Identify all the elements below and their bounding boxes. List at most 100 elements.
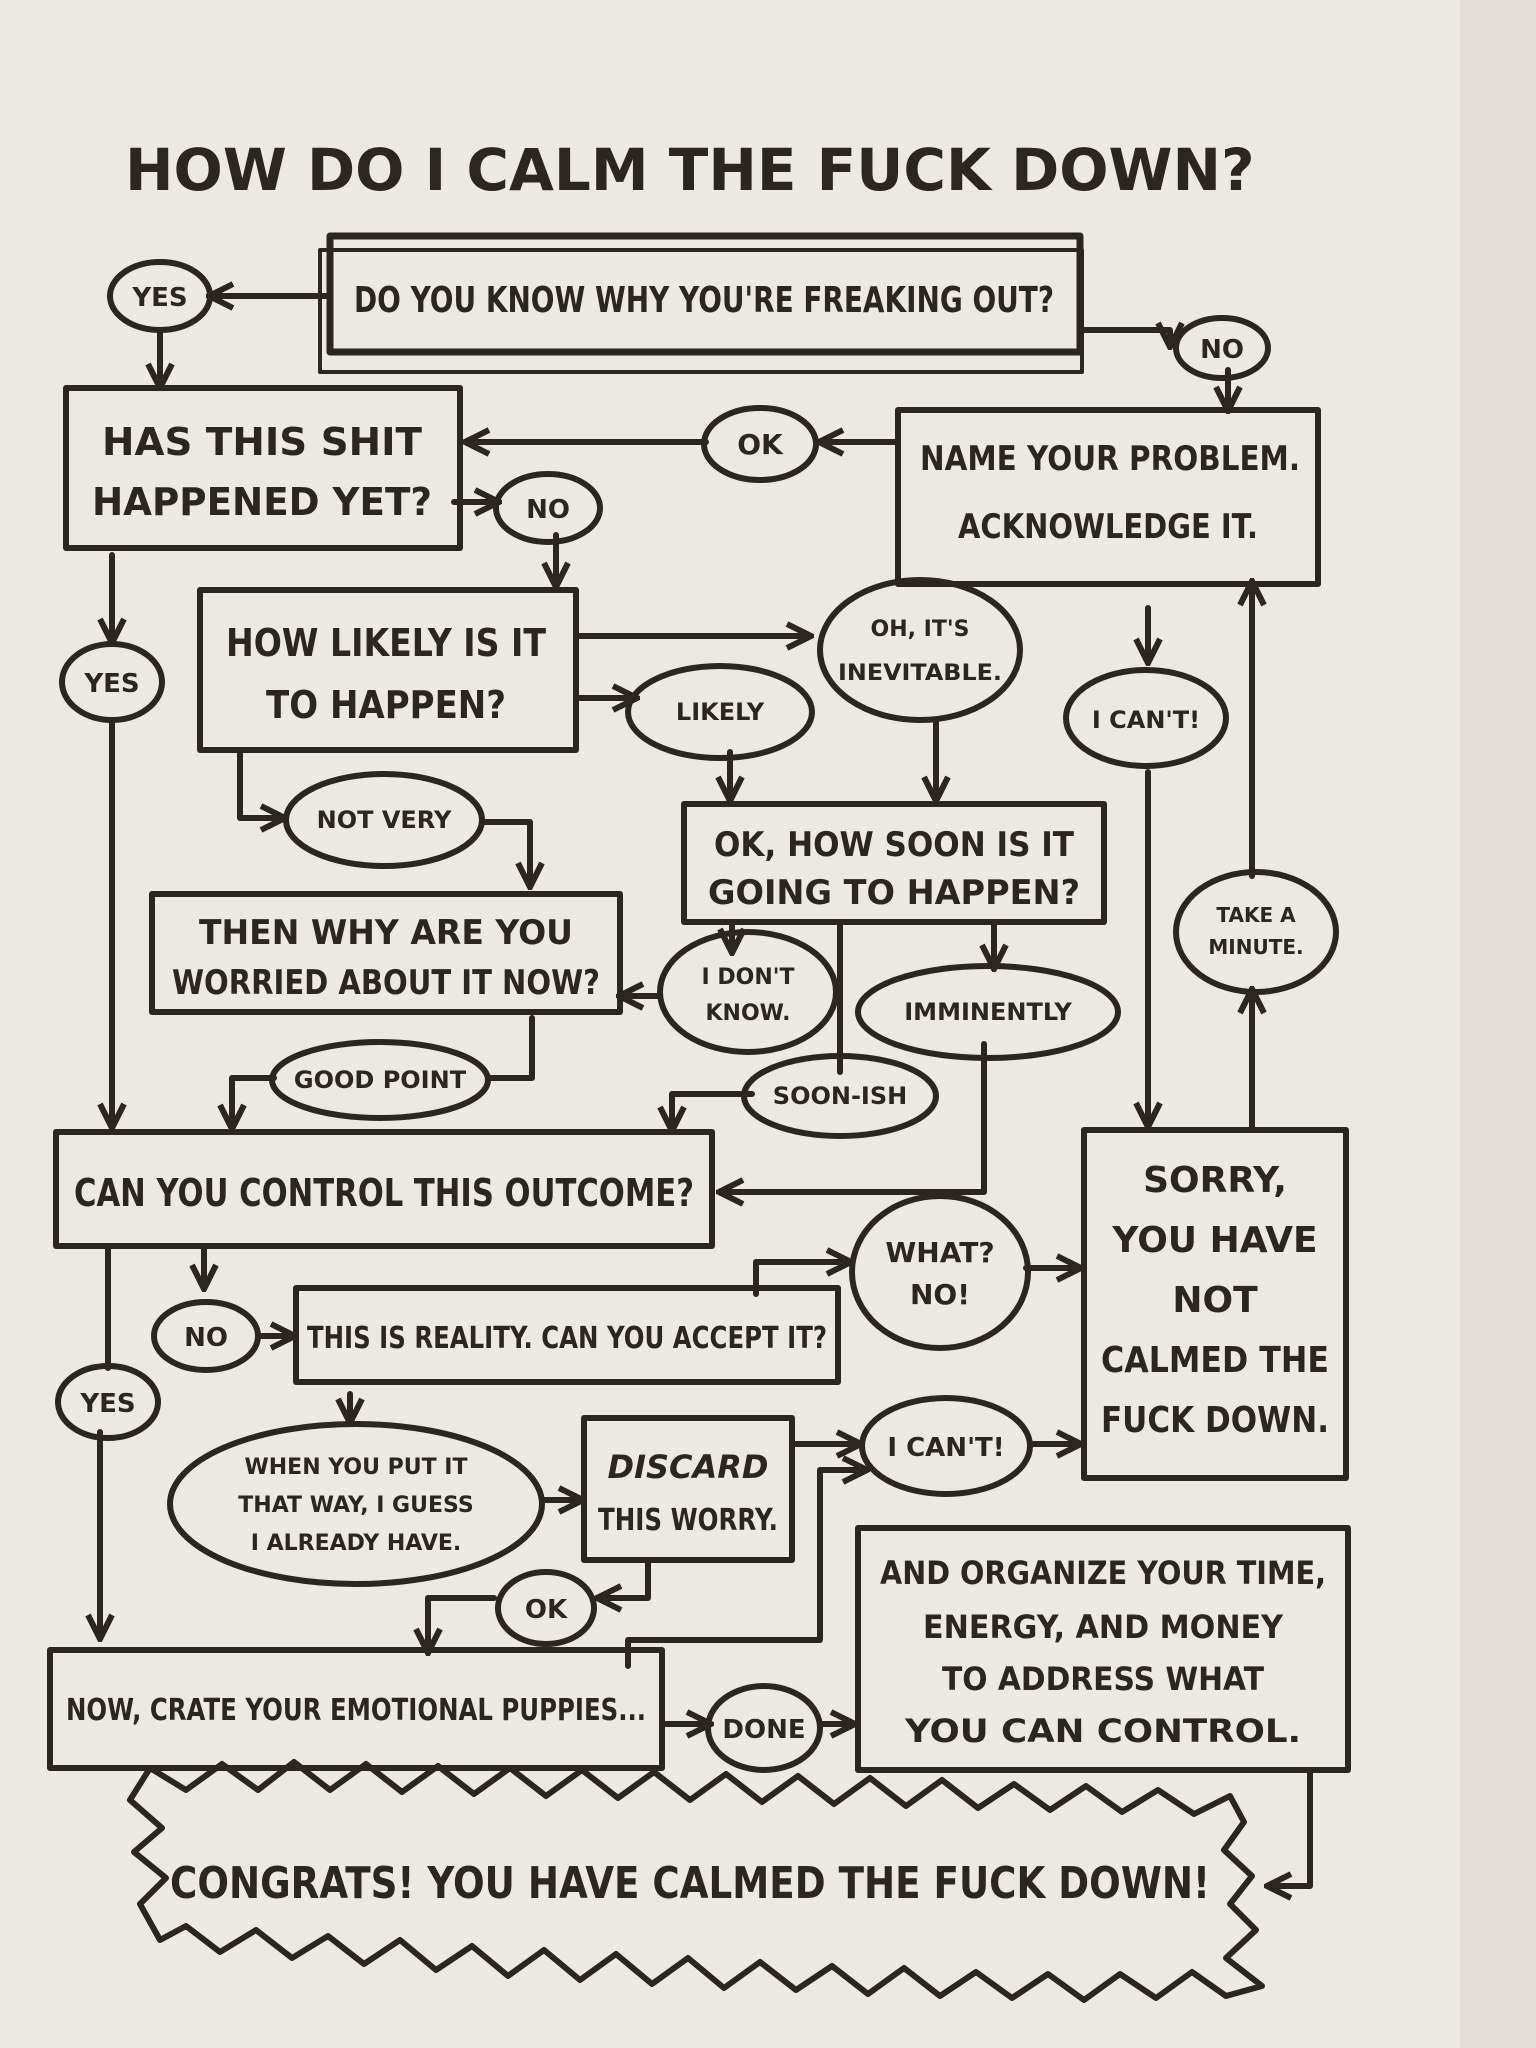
node-how-soon-1: OK, HOW SOON IS IT	[714, 825, 1075, 865]
node-soon-ish: SOON-ISH	[773, 1082, 907, 1110]
node-done: DONE	[722, 1715, 805, 1745]
node-puppies: NOW, CRATE YOUR EMOTIONAL PUPPIES...	[66, 1693, 646, 1728]
node-take-minute-1: TAKE A	[1216, 903, 1296, 927]
node-good-point: GOOD POINT	[294, 1066, 467, 1094]
node-know-why: DO YOU KNOW WHY YOU'RE FREAKING OUT?	[354, 280, 1054, 321]
bubble-good-point	[269, 1039, 491, 1121]
node-ok-discard: OK	[525, 1595, 568, 1625]
node-why-worried-1: THEN WHY ARE YOU	[199, 913, 573, 953]
bubble-not-very	[283, 771, 485, 869]
box-control	[53, 1129, 715, 1249]
labels: DO YOU KNOW WHY YOU'RE FREAKING OUT? YES…	[66, 280, 1329, 1909]
node-already-2: THAT WAY, I GUESS	[238, 1493, 473, 1518]
node-how-likely-2: TO HAPPEN?	[266, 683, 506, 727]
arrow-know-to-no	[1077, 330, 1170, 344]
node-sorry-5: FUCK DOWN.	[1101, 1400, 1329, 1441]
arrow-whyworried-to-goodpoint	[485, 1015, 535, 1081]
node-yes-control: YES	[79, 1389, 135, 1419]
node-inevitable-1: OH, IT'S	[871, 617, 970, 642]
node-yes-happened: YES	[83, 669, 139, 699]
box-know-why-double	[318, 248, 1084, 374]
node-inevitable-2: INEVITABLE.	[838, 661, 1002, 686]
arrow-puppies-to-icant	[625, 1470, 864, 1669]
bubble-icant-1	[1063, 667, 1229, 769]
bubble-likely	[625, 663, 815, 761]
node-sorry-3: NOT	[1172, 1280, 1258, 1321]
node-name-problem-1: NAME YOUR PROBLEM.	[920, 439, 1300, 479]
node-no-happened: NO	[526, 495, 570, 525]
node-likely: LIKELY	[676, 698, 765, 726]
node-organize-3: TO ADDRESS WHAT	[942, 1660, 1264, 1698]
node-control: CAN YOU CONTROL THIS OUTCOME?	[74, 1171, 694, 1215]
box-name-problem	[895, 407, 1321, 587]
node-accept: THIS IS REALITY. CAN YOU ACCEPT IT?	[307, 1321, 827, 1356]
node-what-no-2: NO!	[910, 1278, 970, 1311]
arrow-ok-to-puppies	[428, 1595, 497, 1650]
node-icant-1: I CAN'T!	[1092, 706, 1200, 734]
bubble-inevitable	[817, 577, 1023, 723]
bubble-dont-know	[657, 929, 839, 1055]
burst-congrats	[127, 1759, 1265, 2003]
page-edge	[1460, 0, 1536, 2048]
bubble-yes-control	[55, 1363, 161, 1441]
node-organize-1: AND ORGANIZE YOUR TIME,	[880, 1554, 1326, 1592]
node-dont-know-2: KNOW.	[706, 1001, 791, 1026]
node-yes-top: YES	[131, 283, 187, 313]
arrow-organize-to-congrats	[1270, 1767, 1313, 1886]
node-sorry-2: YOU HAVE	[1111, 1220, 1317, 1261]
bubble-already	[167, 1421, 545, 1587]
box-how-soon	[681, 801, 1107, 925]
bubble-soon-ish	[741, 1053, 939, 1139]
node-organize-2: ENERGY, AND MONEY	[923, 1608, 1284, 1646]
node-no-top: NO	[1200, 335, 1244, 365]
node-already-3: I ALREADY HAVE.	[251, 1531, 462, 1556]
node-how-likely-1: HOW LIKELY IS IT	[226, 621, 546, 665]
node-has-happened-2: HAPPENED YET?	[92, 480, 432, 524]
arrow-soonish-to-control	[672, 1091, 755, 1128]
node-sorry-4: CALMED THE	[1101, 1340, 1329, 1381]
node-congrats: CONGRATS! YOU HAVE CALMED THE FUCK DOWN!	[170, 1858, 1210, 1909]
box-discard	[581, 1415, 795, 1563]
box-why-worried	[149, 891, 623, 1015]
bubble-no-control	[151, 1299, 261, 1373]
box-organize	[855, 1525, 1351, 1773]
node-take-minute-2: MINUTE.	[1208, 935, 1303, 959]
arrow-discard-to-ok	[600, 1557, 651, 1598]
box-how-likely	[197, 587, 579, 753]
node-discard-1: DISCARD	[608, 1448, 769, 1486]
arrow-accept-to-whatno	[753, 1262, 848, 1297]
node-discard-2: THIS WORRY.	[598, 1503, 778, 1538]
node-not-very: NOT VERY	[317, 806, 452, 834]
connectors	[100, 296, 1313, 1886]
node-organize-4: YOU CAN CONTROL.	[904, 1712, 1301, 1750]
bubble-imminently	[855, 963, 1121, 1061]
arrow-imminently-to-control	[722, 1041, 987, 1192]
arrow-likely-to-notvery	[237, 747, 282, 818]
node-no-control: NO	[184, 1323, 228, 1353]
bubble-icant-2	[859, 1395, 1033, 1497]
bubble-no-happened	[493, 471, 603, 545]
node-why-worried-2: WORRIED ABOUT IT NOW?	[172, 963, 600, 1003]
bubble-yes-happened	[59, 641, 165, 723]
node-imminently: IMMINENTLY	[904, 998, 1072, 1026]
arrow-notvery-to-whyworried	[481, 819, 530, 884]
box-has-happened	[63, 385, 463, 551]
box-sorry	[1081, 1127, 1349, 1481]
bubble-ok-discard	[495, 1569, 597, 1647]
node-ok-top: OK	[737, 428, 784, 461]
bubble-no-top	[1173, 315, 1271, 381]
node-sorry-1: SORRY,	[1143, 1160, 1287, 1201]
node-name-problem-2: ACKNOWLEDGE IT.	[958, 507, 1258, 547]
node-already-1: WHEN YOU PUT IT	[245, 1455, 468, 1480]
book-page	[0, 0, 1460, 2048]
node-dont-know-1: I DON'T	[702, 965, 795, 990]
bubble-yes-top	[107, 259, 213, 333]
node-has-happened-1: HAS THIS SHIT	[102, 420, 422, 464]
box-accept	[293, 1285, 841, 1385]
shapes	[47, 232, 1351, 2003]
bubble-done	[705, 1683, 823, 1773]
node-what-no-1: WHAT?	[885, 1236, 994, 1269]
flowchart-title: HOW DO I CALM THE FUCK DOWN?	[125, 136, 1255, 204]
bubble-take-minute	[1173, 869, 1339, 995]
node-how-soon-2: GOING TO HAPPEN?	[708, 873, 1080, 913]
